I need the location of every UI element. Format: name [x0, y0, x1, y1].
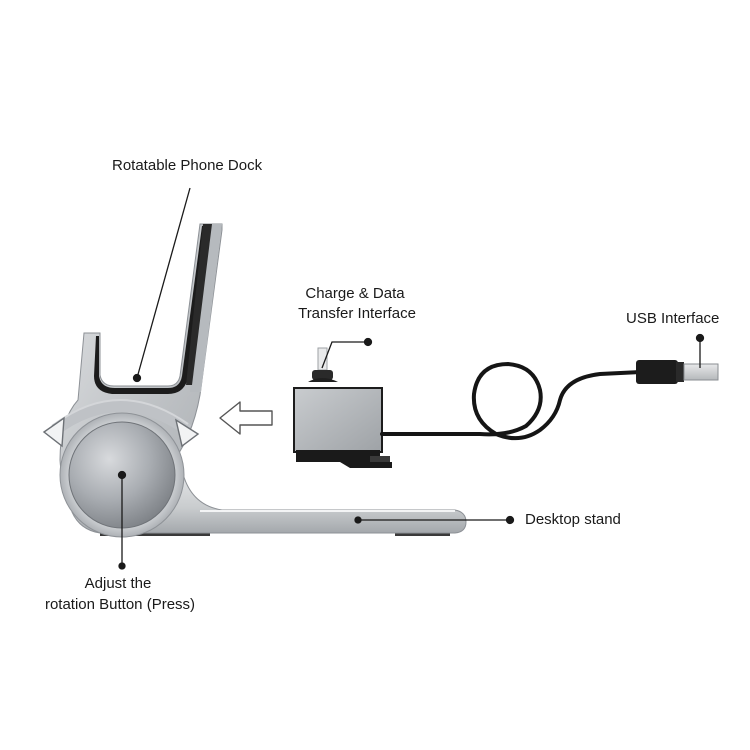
label-adjust-line2: rotation Button (Press): [44, 596, 196, 613]
connector-module: [293, 347, 392, 468]
rotation-arc-outline: [54, 399, 189, 425]
usb-metal-tip: [683, 363, 719, 381]
cable-path: [380, 361, 642, 441]
label-charge-data-line1: Charge & Data: [305, 285, 405, 302]
insert-arrow-icon: [219, 401, 273, 435]
rotation-arc: [51, 400, 192, 435]
rotation-arrow-left-icon: [42, 416, 65, 448]
label-usb-interface: USB Interface: [626, 310, 720, 327]
leader-charge: [321, 341, 368, 369]
label-adjust-line1: Adjust the: [84, 575, 152, 592]
dock-body: [42, 223, 467, 538]
label-desktop-stand: Desktop stand: [525, 511, 621, 528]
connector-base-slot: [340, 462, 392, 468]
usb-cable: [380, 361, 642, 441]
connector-base-tab: [370, 456, 390, 462]
leader-lines: [117, 187, 705, 570]
dock-back-dark: [186, 224, 212, 385]
leader-stand-dot-left: [354, 516, 362, 524]
connector-box: [293, 387, 383, 453]
leader-stand-dot-right: [505, 515, 515, 525]
leader-button-dot-bottom: [118, 562, 126, 570]
rotation-arrow-right-icon: [174, 418, 200, 448]
leader-button-dot: [117, 470, 127, 480]
connector-base-black: [296, 450, 380, 462]
dock-back-edge: [190, 224, 222, 392]
leader-usb-dot: [695, 333, 705, 343]
usb-connector: [636, 360, 719, 384]
label-charge-data-line2: Transfer Interface: [298, 305, 416, 322]
plug-collar-top: [308, 378, 338, 382]
usb-boot: [636, 360, 678, 384]
leader-dock: [136, 187, 191, 379]
label-rotatable-phone-dock: Rotatable Phone Dock: [112, 157, 263, 174]
leader-dock-dot: [132, 373, 142, 383]
plug-collar: [312, 370, 333, 380]
leader-charge-dot: [363, 337, 373, 347]
usb-boot-end: [676, 362, 684, 382]
